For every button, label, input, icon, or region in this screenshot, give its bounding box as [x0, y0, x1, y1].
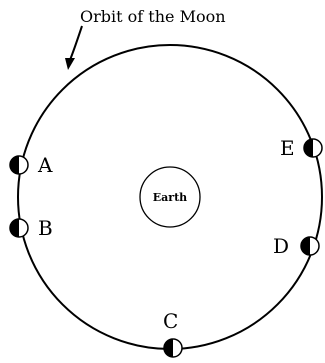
- earth-label: Earth: [153, 191, 187, 204]
- moon-label-b: B: [38, 216, 53, 240]
- moon-a: [10, 156, 28, 174]
- moon-d: [301, 237, 319, 255]
- moon-label-d: D: [273, 234, 289, 258]
- moon-label-c: C: [163, 309, 178, 333]
- moon-e: [304, 139, 322, 157]
- earth: Earth: [140, 167, 200, 227]
- orbit-label: Orbit of the Moon: [80, 7, 226, 26]
- orbit-pointer-arrow: [65, 26, 82, 70]
- moon-c: [164, 339, 182, 357]
- moon-label-a: A: [37, 153, 53, 177]
- moon-label-e: E: [280, 136, 295, 160]
- moon-b: [10, 219, 28, 237]
